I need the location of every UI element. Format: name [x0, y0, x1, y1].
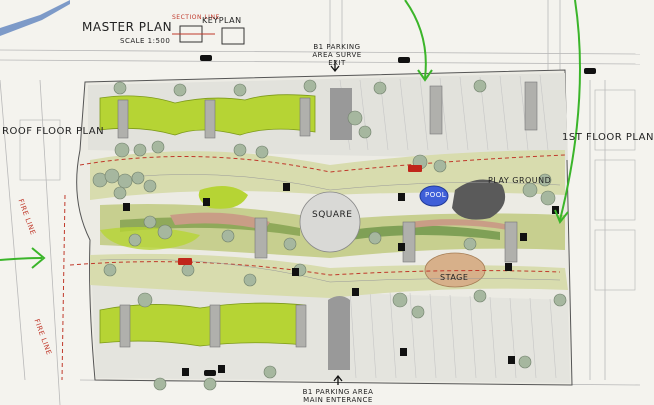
playground-label: PLAY GROUND — [488, 176, 552, 185]
amenity-icons — [123, 183, 559, 376]
lawn-mound — [198, 186, 248, 209]
waterway — [0, 0, 70, 36]
red-vehicle-icons — [178, 165, 422, 265]
south-ramp[interactable] — [328, 296, 350, 370]
south-hatch — [349, 289, 557, 379]
garden-stripe-2 — [170, 212, 270, 230]
contours — [99, 174, 561, 283]
playground[interactable] — [452, 179, 506, 220]
keyplan-drawing — [172, 25, 245, 45]
neighbor-blocks — [19, 89, 636, 291]
first-floor-plan-label: 1ST FLOOR PLAN — [562, 132, 654, 143]
square-label: SQUARE — [312, 210, 353, 220]
square-plaza[interactable] — [299, 191, 361, 253]
pool-label: POOL — [425, 191, 447, 199]
section-line-label: SECTION LINE — [172, 14, 220, 21]
vehicle-icons — [200, 55, 596, 376]
stage-label: STAGE — [440, 273, 469, 282]
pool[interactable] — [419, 185, 449, 207]
upper-lawn — [90, 150, 565, 200]
roof-floor-plan-label: ROOF FLOOR PLAN — [2, 126, 105, 137]
page-title: MASTER PLAN — [82, 20, 173, 34]
north-ramp[interactable] — [330, 88, 352, 140]
keyplan-label: KEYPLAN — [202, 16, 242, 25]
garden-stripe-4 — [410, 219, 510, 230]
scale-label: SCALE 1:500 — [120, 37, 171, 45]
west-lawn — [100, 226, 200, 250]
entry-arrows — [330, 60, 343, 385]
parking-exit-label: B1 PARKING AREA SURVE EXIT — [312, 43, 362, 67]
garden-stripe-3 — [350, 225, 500, 240]
tree-canopies — [92, 79, 567, 391]
parking-entrance-label: B1 PARKING AREA MAIN ENTERANCE — [302, 388, 374, 404]
south-green-roof — [99, 302, 306, 347]
circulation-paths — [61, 154, 566, 381]
building-cores — [117, 81, 538, 348]
annotation-arrows — [0, 0, 581, 269]
